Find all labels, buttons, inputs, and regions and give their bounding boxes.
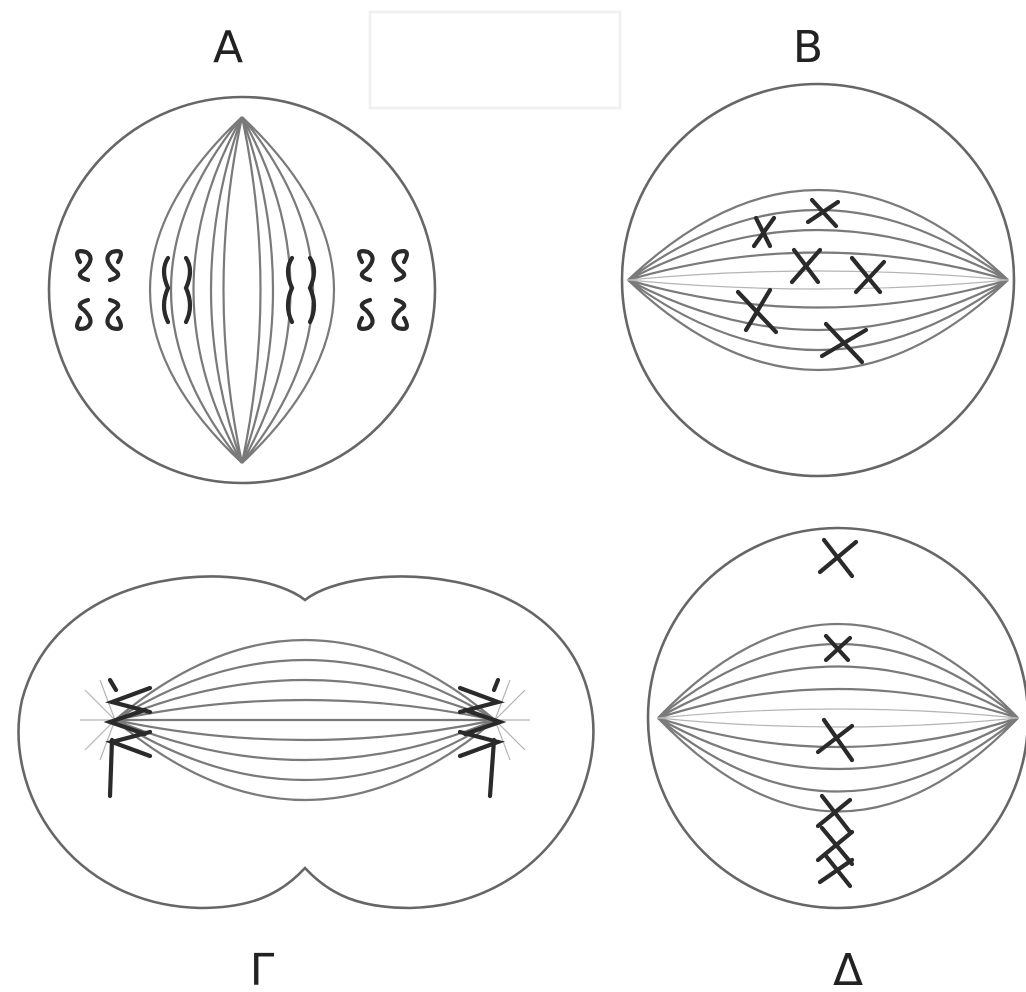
label-b: B bbox=[793, 22, 823, 73]
chromosome-d1 bbox=[820, 540, 856, 576]
panel-g-cell bbox=[19, 577, 594, 908]
blank-area bbox=[370, 12, 620, 108]
chromosome-b1 bbox=[808, 200, 838, 226]
panel-g-spindle bbox=[115, 640, 495, 800]
chromosome-b4 bbox=[852, 258, 884, 292]
panel-d-cell bbox=[648, 528, 1026, 908]
chromosome-b3 bbox=[792, 250, 820, 282]
panel-d-membrane bbox=[648, 528, 1026, 908]
chromosome-d3 bbox=[818, 720, 852, 760]
panel-b-chromosomes bbox=[738, 200, 884, 362]
label-d: Δ bbox=[833, 945, 863, 992]
panel-a-chromosomes bbox=[77, 251, 407, 329]
panel-g-membrane bbox=[19, 577, 594, 908]
panel-a-cell bbox=[49, 97, 435, 483]
panel-b-cell bbox=[622, 84, 1014, 476]
panel-d-chromosomes bbox=[818, 540, 856, 886]
chromosome-d2 bbox=[826, 636, 850, 660]
chromosome-d4 bbox=[818, 796, 852, 886]
label-g: Γ bbox=[250, 945, 275, 992]
panel-a-membrane bbox=[49, 97, 435, 483]
label-a: A bbox=[213, 22, 243, 73]
panel-a-spindle bbox=[150, 117, 334, 463]
